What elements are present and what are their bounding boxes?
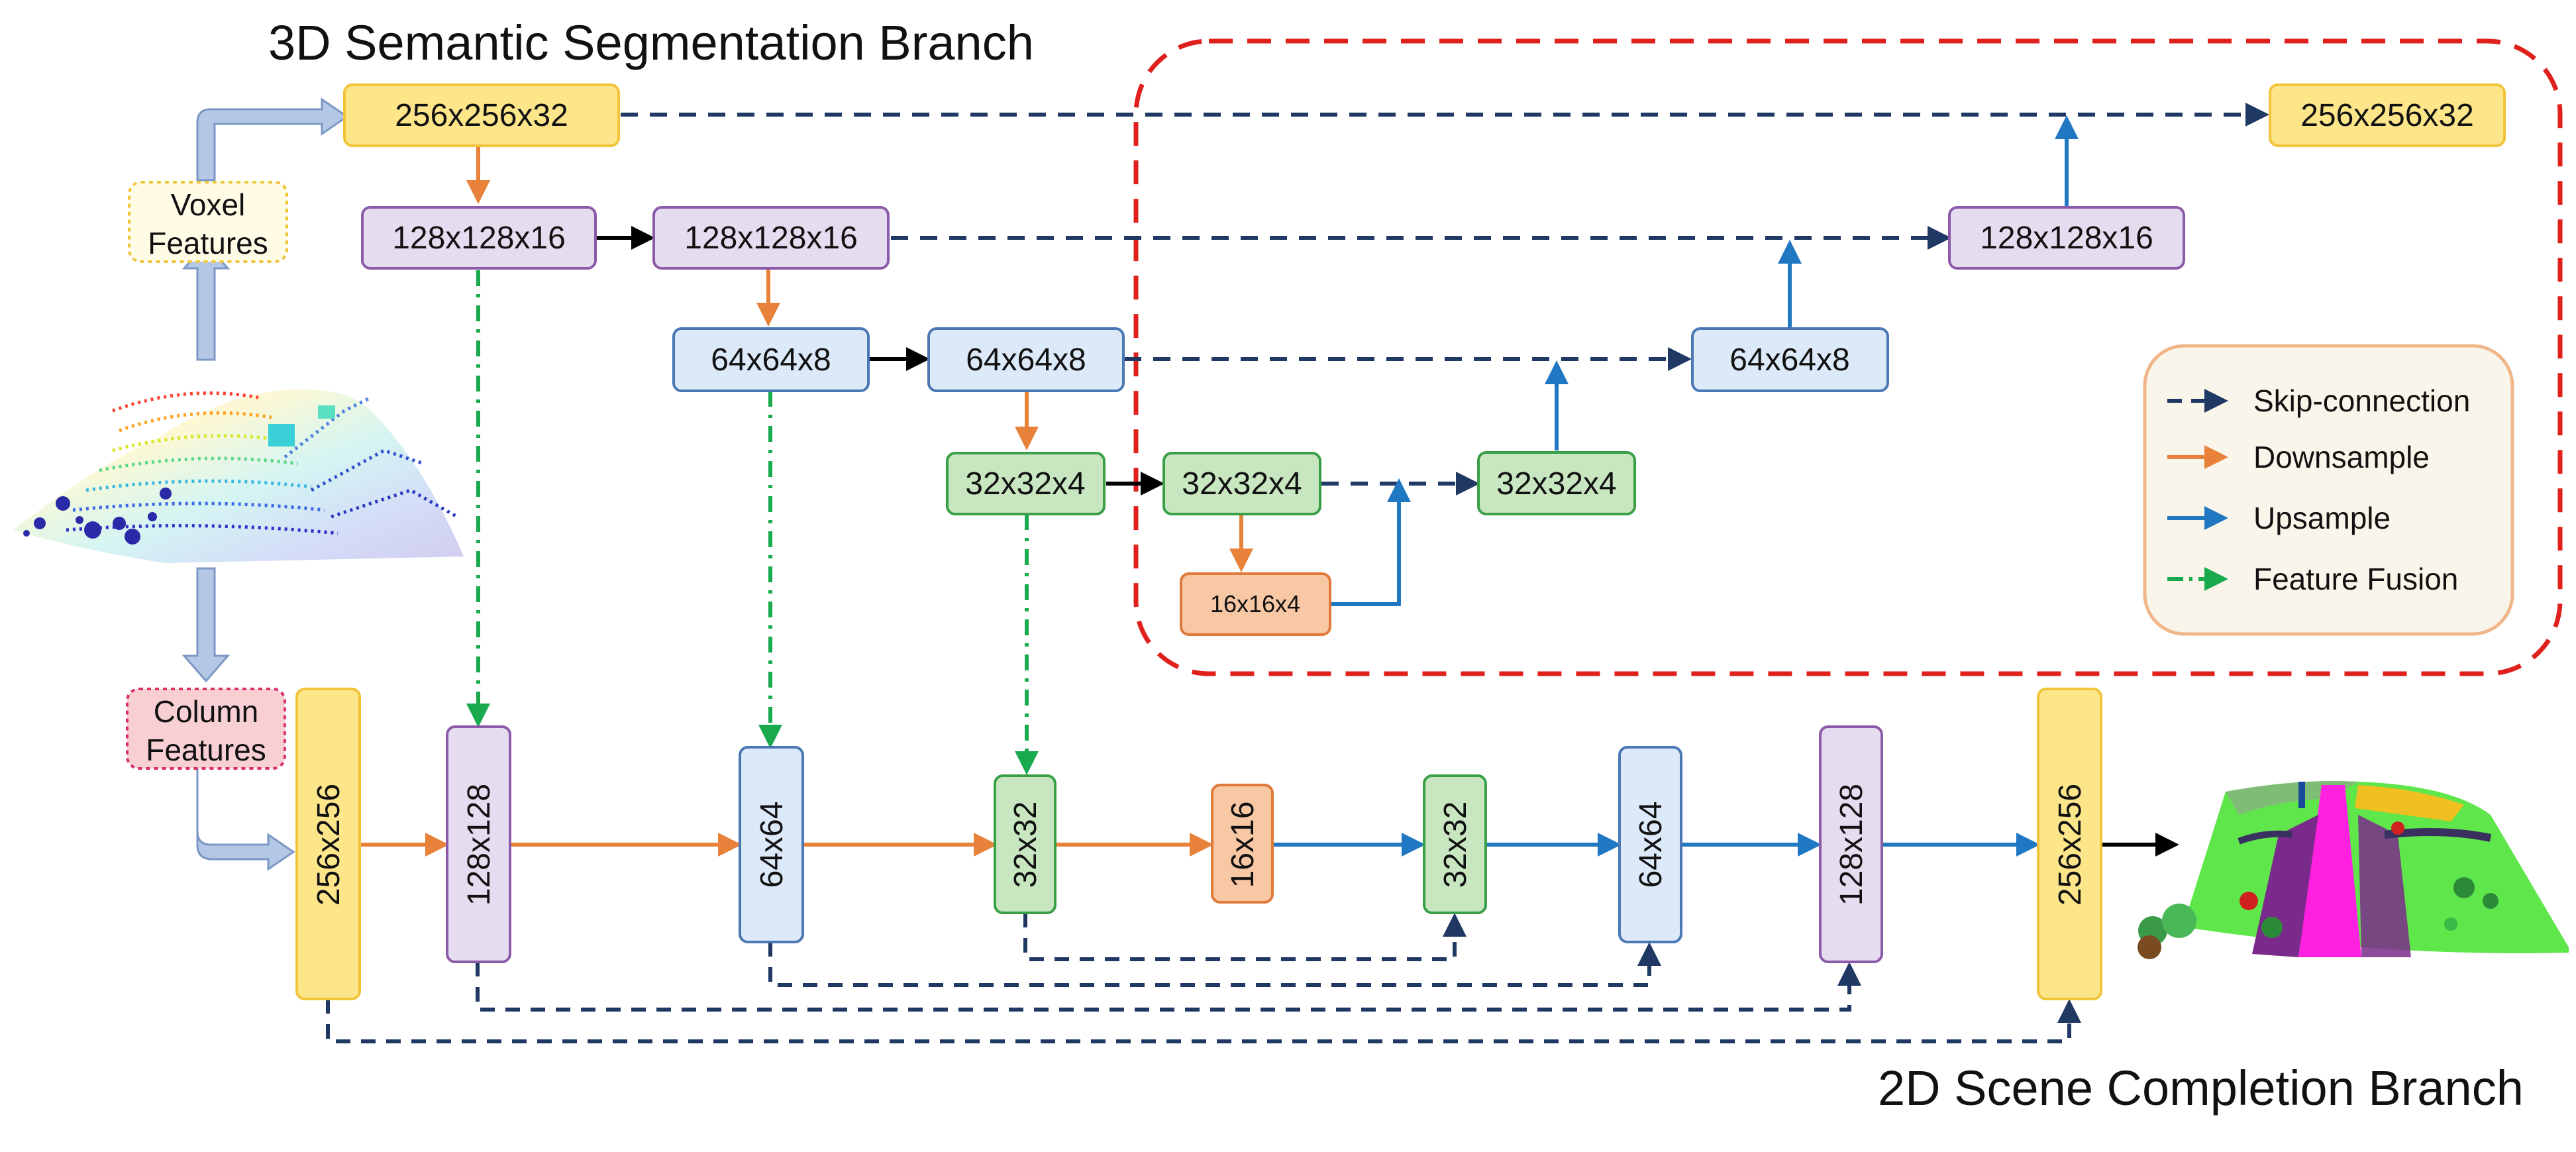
branch2d-connections	[326, 833, 2179, 1043]
block-3d-128b-label: 128x128x16	[684, 221, 858, 256]
column-features-box	[126, 688, 286, 770]
block-2d-256-out	[2037, 688, 2102, 1000]
skip2d-64	[768, 942, 1661, 987]
block-2d-64-label: 64x64	[754, 802, 790, 888]
branch3d-blocks: 256x256x32 128x128x16 128x128x16 64x64x8…	[343, 83, 2506, 636]
column-features-line2: Features	[146, 733, 266, 767]
block-3d-128-dec-label: 128x128x16	[1980, 221, 2153, 256]
block-3d-64b	[927, 327, 1125, 392]
skip2d-256	[326, 999, 2081, 1043]
block-2d-128-label: 128x128	[462, 784, 497, 906]
block-3d-32-dec	[1477, 451, 1636, 515]
block-3d-64b-label: 64x64x8	[966, 342, 1086, 378]
block-2d-256-label: 256x256	[311, 784, 346, 906]
block-2d-128-dec-label: 128x128	[1834, 784, 1869, 906]
block-2d-64	[739, 746, 804, 943]
branch2d-blocks: 256x256 128x128 64x64 32x32 16x16 32x32 …	[295, 688, 2102, 1000]
pc-to-column-arrow	[181, 567, 231, 683]
branch3d-connections	[466, 103, 2269, 775]
voxel-features-box	[128, 181, 288, 263]
legend: Skip-connection Downsample Upsample Feat…	[2143, 344, 2514, 636]
voxel-to-3d-arrow	[196, 97, 349, 182]
block-2d-64-dec-label: 64x64	[1633, 802, 1669, 888]
skip2d-32	[1023, 913, 1467, 961]
skip2d-128	[476, 962, 1861, 1012]
block-3d-128b	[652, 206, 890, 270]
scene-completion-image	[2138, 781, 2569, 959]
block-2d-16-label: 16x16	[1225, 802, 1261, 888]
block-3d-64-dec-label: 64x64x8	[1729, 342, 1849, 378]
legend-box	[2143, 344, 2514, 636]
block-2d-128-dec	[1819, 725, 1883, 963]
point-cloud-image	[13, 390, 464, 563]
block-3d-32-dec-label: 32x32x4	[1496, 466, 1616, 501]
block-2d-32-label: 32x32	[1008, 802, 1043, 888]
block-2d-32-dec	[1423, 774, 1487, 914]
legend-down-label: Downsample	[2253, 440, 2430, 474]
block-3d-64-dec	[1691, 327, 1889, 392]
block-3d-32a-label: 32x32x4	[965, 466, 1085, 501]
input-area: Voxel Features Column Features	[13, 97, 464, 871]
title-3d-branch: 3D Semantic Segmentation Branch	[268, 15, 1034, 70]
up-arrow-16-32	[1331, 478, 1411, 606]
block-2d-128	[446, 725, 511, 963]
block-2d-32-dec-label: 32x32	[1438, 802, 1473, 888]
block-2d-256	[295, 688, 361, 1000]
column-to-2d-arrow	[196, 768, 295, 871]
block-3d-64a-label: 64x64x8	[711, 342, 831, 378]
block-2d-256-out-label: 256x256	[2053, 784, 2088, 906]
block-3d-128a	[361, 206, 597, 270]
block-3d-256-out	[2269, 83, 2506, 147]
block-2d-32	[994, 774, 1056, 914]
legend-skip-label: Skip-connection	[2253, 384, 2470, 418]
block-3d-16-label: 16x16x4	[1210, 590, 1300, 617]
voxel-features-line2: Features	[148, 226, 268, 260]
title-2d-branch: 2D Scene Completion Branch	[1878, 1061, 2524, 1116]
legend-up-label: Upsample	[2253, 501, 2391, 535]
block-3d-32b	[1162, 452, 1321, 515]
block-3d-32b-label: 32x32x4	[1182, 466, 1302, 501]
block-3d-32a	[946, 452, 1106, 515]
block-3d-16-bottleneck	[1180, 572, 1331, 636]
block-3d-256-in	[343, 83, 620, 147]
block-2d-64-dec	[1618, 746, 1682, 943]
block-2d-16	[1211, 784, 1274, 904]
block-3d-128a-label: 128x128x16	[392, 221, 566, 256]
voxel-features-line1: Voxel	[171, 187, 246, 222]
block-3d-128-dec	[1948, 206, 2185, 270]
column-features-line1: Column	[154, 694, 259, 729]
block-3d-256-in-label: 256x256x32	[395, 98, 568, 133]
block-3d-256-out-label: 256x256x32	[2300, 98, 2474, 133]
block-3d-64a	[672, 327, 870, 392]
legend-fusion-label: Feature Fusion	[2253, 562, 2458, 596]
